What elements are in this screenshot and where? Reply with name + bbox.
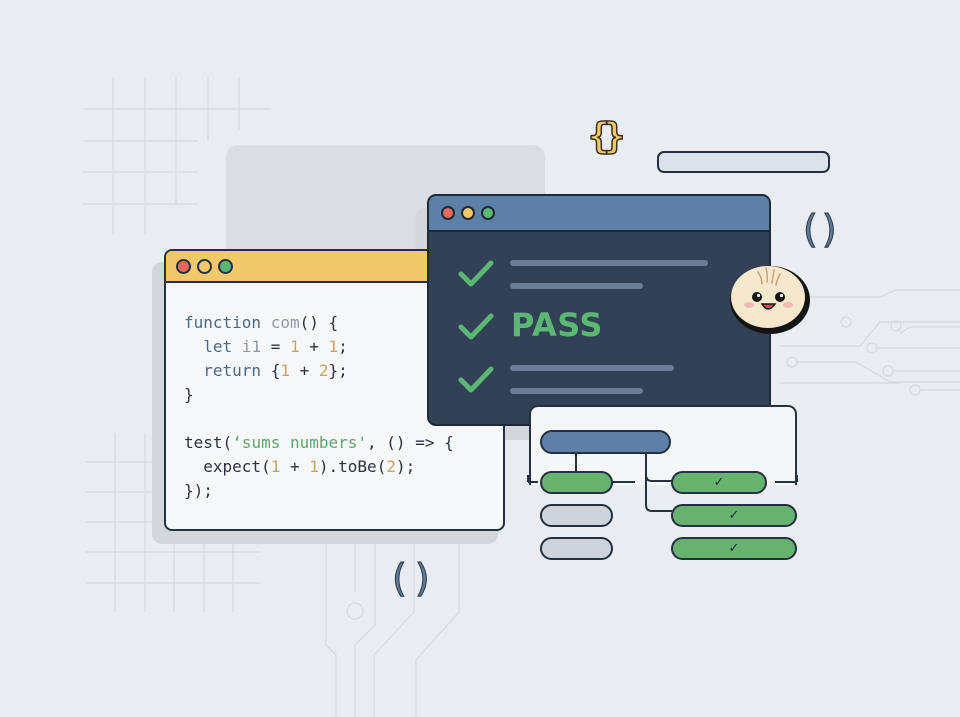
code-token (232, 337, 242, 356)
check-icon (458, 366, 494, 393)
code-token: }; (328, 361, 348, 380)
code-token: { (261, 361, 281, 380)
code-token: 1 (309, 457, 319, 476)
minimize-dot-icon[interactable] (461, 206, 475, 220)
code-token: }); (184, 481, 213, 500)
test-node-passed[interactable]: ✓ (671, 504, 797, 527)
code-token: let (203, 337, 233, 356)
tree-connectors (527, 453, 798, 512)
code-token (184, 361, 203, 380)
check-icon (458, 313, 494, 340)
code-token (184, 337, 203, 356)
code-token: i1 (241, 337, 262, 356)
code-line: return {1 + 2}; (184, 359, 503, 383)
code-token: 1 (280, 361, 290, 380)
code-token: expect( (184, 457, 271, 476)
code-token: () { (299, 313, 339, 332)
test-runner-titlebar (429, 196, 769, 232)
code-token: ; (338, 337, 348, 356)
code-token: com (270, 313, 300, 332)
checkmark-icon: ✓ (728, 508, 740, 523)
code-token: + (280, 457, 310, 476)
code-token: function (184, 313, 262, 332)
test-node-pending[interactable] (540, 537, 613, 560)
result-line (510, 365, 674, 371)
code-line: function com() { (184, 311, 503, 335)
search-bar-shape (657, 151, 830, 173)
curly-braces-icon: {} (587, 115, 626, 158)
code-token: } (184, 385, 194, 404)
code-token: + (299, 337, 329, 356)
bun-mascot-icon (730, 266, 810, 334)
code-token: test( (184, 433, 233, 452)
code-token: ); (395, 457, 416, 476)
close-dot-icon[interactable] (441, 206, 455, 220)
result-line (510, 283, 643, 289)
code-token: ).toBe( (318, 457, 387, 476)
code-line: expect(1 + 1).toBe(2); (184, 455, 503, 479)
code-token: return (203, 361, 262, 380)
code-line: test(‘sums numbers', () => { (184, 431, 503, 455)
code-line: let i1 = 1 + 1; (184, 335, 503, 359)
maximize-dot-icon[interactable] (481, 206, 495, 220)
code-token: 1 (270, 457, 281, 476)
close-dot-icon[interactable] (176, 258, 191, 274)
test-runner-window: PASS (427, 194, 771, 426)
pass-status-label: PASS (511, 306, 603, 344)
code-line: }); (184, 479, 503, 503)
test-node-pending[interactable] (540, 504, 613, 527)
minimize-dot-icon[interactable] (197, 258, 212, 274)
code-body: function com() { let i1 = 1 + 1; return … (166, 283, 503, 503)
code-token: 2 (386, 457, 396, 476)
code-token: , () => { (367, 433, 454, 452)
code-token (261, 313, 271, 332)
test-node-passed[interactable]: ✓ (671, 537, 797, 560)
code-token: 1 (289, 337, 300, 356)
parentheses-icon-bottom: () (392, 556, 438, 601)
test-node-passed[interactable]: ✓ (671, 471, 767, 494)
parentheses-icon: () (803, 207, 841, 252)
code-token: 2 (318, 361, 329, 380)
suite-node[interactable] (540, 430, 671, 454)
result-line (510, 388, 643, 394)
code-token: 1 (328, 337, 339, 356)
checkmark-icon: ✓ (713, 475, 725, 490)
checkmark-icon: ✓ (728, 541, 740, 556)
code-line: } (184, 383, 503, 407)
code-token: + (289, 361, 319, 380)
check-icon (458, 260, 494, 287)
code-token: ‘sums numbers' (232, 433, 368, 452)
test-node-passed[interactable] (540, 471, 613, 494)
code-token: = (261, 337, 290, 356)
maximize-dot-icon[interactable] (218, 258, 233, 274)
result-line (510, 260, 708, 266)
